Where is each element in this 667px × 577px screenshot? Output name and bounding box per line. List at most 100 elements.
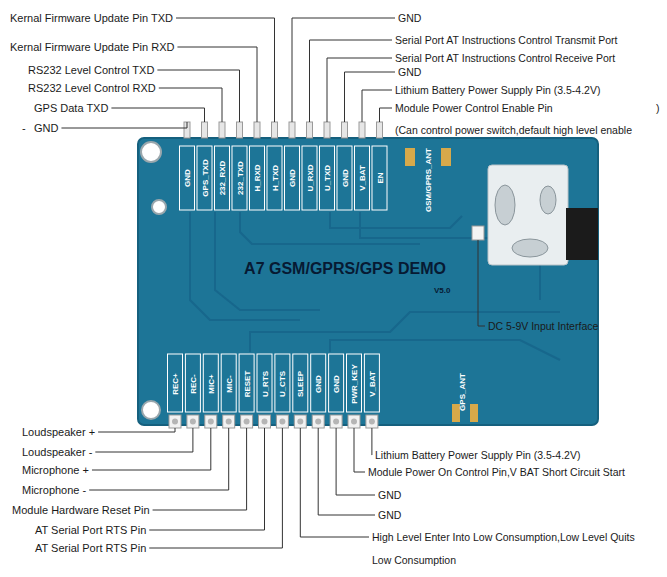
pin-name: H_RXD [253, 164, 262, 191]
header-pin [169, 415, 181, 428]
pin-name: 232_RXD [218, 161, 227, 196]
mounting-hole [141, 142, 161, 162]
silkscreen-box [215, 146, 230, 210]
silkscreen-box [185, 354, 200, 412]
silkscreen-box [239, 354, 254, 412]
silkscreen-box [320, 146, 335, 210]
leader-line [362, 90, 392, 122]
header-pin [307, 122, 313, 138]
header-pin [359, 122, 365, 138]
leader-line [89, 428, 228, 490]
solder-blob [512, 239, 548, 257]
header-pin [289, 122, 295, 138]
pin-name: GND [340, 169, 349, 187]
pin-name: U_CTS [278, 371, 287, 397]
pin-name: U_RXD [305, 164, 314, 191]
header-pin [312, 415, 324, 428]
pin-hole [190, 419, 196, 425]
pcb-trace [330, 212, 462, 228]
pin-hole [172, 419, 178, 425]
header-pin [342, 122, 348, 138]
header-pin [205, 415, 217, 428]
silkscreen-box [180, 146, 195, 210]
leader-line [478, 240, 485, 326]
pin-name: GPS_TXD [200, 159, 209, 196]
callout-label: Lithium Battery Power Supply Pin (3.5-4.… [395, 84, 600, 97]
header-pin [237, 122, 243, 138]
pin-hole [297, 419, 303, 425]
pin-name: RESET [242, 371, 251, 398]
silkscreen-box [337, 146, 352, 210]
callout-label: High Level Enter Into Low Consumption,Lo… [372, 531, 635, 544]
leader-line [157, 70, 239, 122]
leader-line [380, 108, 393, 122]
silkscreen-box [347, 354, 362, 412]
pin-hole [279, 419, 285, 425]
header-pin [348, 415, 360, 428]
callout-label: GND [378, 509, 401, 522]
silkscreen-box [285, 146, 300, 210]
pin-hole [244, 419, 250, 425]
callout-label: Module Hardware Reset Pin [12, 504, 150, 517]
callout-label: Module Power On Control Pin,V BAT Short … [368, 466, 625, 479]
header-pin [272, 122, 278, 138]
callout-label: Kernal Firmware Update Pin TXD [10, 12, 173, 25]
leader-line [300, 428, 369, 537]
silkscreen-box [197, 146, 212, 210]
callout-label: GPS Data TXD [34, 102, 108, 115]
pin-name: REC- [188, 374, 197, 394]
pin-name: EN [375, 172, 384, 183]
leader-line [92, 428, 211, 470]
silkscreen-box [168, 354, 183, 412]
header-pin [187, 415, 199, 428]
jack-connector [566, 208, 598, 260]
pin-hole [262, 419, 268, 425]
leader-line [149, 428, 282, 548]
callout-label: GND [34, 122, 58, 135]
header-pin [259, 415, 271, 428]
silkscreen-box [293, 354, 308, 412]
board-title: A7 GSM/GPRS/GPS DEMO [244, 260, 446, 278]
leader-line [292, 18, 395, 122]
dc-jack [472, 165, 598, 265]
header-pin [241, 415, 253, 428]
callout-label: Microphone + [22, 464, 89, 477]
leader-line [95, 428, 193, 452]
callout-label: Loudspeaker - [22, 446, 92, 459]
silkscreen-box [257, 354, 272, 412]
antenna-pad [470, 404, 478, 422]
callout-label: Lithium Battery Power Supply Pin (3.5-4.… [375, 449, 580, 462]
pin-name: SLEEP [296, 371, 305, 397]
pin-hole [333, 419, 339, 425]
pin-name: PWR_KEY [350, 364, 359, 404]
leader-line [61, 122, 187, 128]
mounting-hole [141, 142, 166, 419]
pin-name: GND [314, 375, 323, 393]
header-pin [294, 415, 306, 428]
callout-label: Kernal Firmware Update Pin RXD [10, 41, 174, 54]
pcb-trace [250, 312, 560, 352]
callout-label: RS232 Level Control TXD [28, 64, 154, 77]
antenna-pad [405, 148, 415, 166]
leader-line [354, 428, 365, 472]
pin-hole [315, 419, 321, 425]
silkscreen-box [250, 146, 265, 210]
antenna-label: GPS_ANT [458, 373, 467, 411]
mounting-hole [152, 200, 166, 214]
silkscreen-box [203, 354, 218, 412]
header-pin [330, 415, 342, 428]
switch-body [488, 165, 568, 265]
pin-hole [351, 419, 357, 425]
header-pin [219, 122, 225, 138]
silkscreen-box [364, 354, 379, 412]
leader-line [310, 40, 393, 122]
leader-line [153, 428, 247, 510]
leader-line [318, 428, 375, 515]
small-component [472, 226, 484, 240]
pin-name: U_RTS [260, 371, 269, 397]
silkscreen-box [311, 354, 326, 412]
silkscreen-box [355, 146, 370, 210]
silkscreen-box [302, 146, 317, 210]
solder-blob [495, 185, 515, 225]
callout-label: GND [378, 489, 401, 502]
